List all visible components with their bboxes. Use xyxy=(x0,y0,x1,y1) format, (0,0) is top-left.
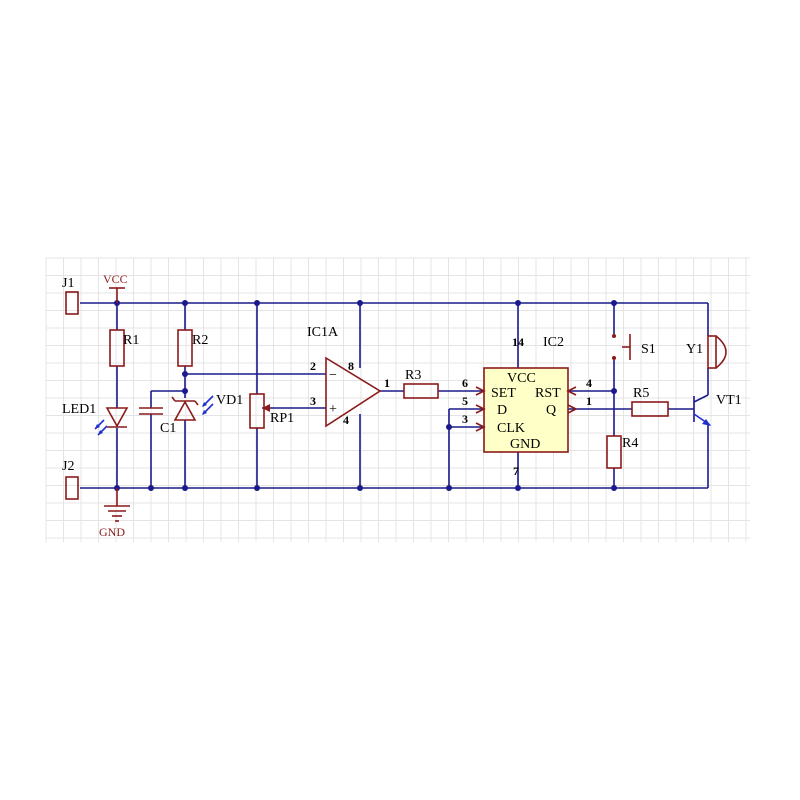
wires xyxy=(80,302,709,489)
led1-label: LED1 xyxy=(62,402,96,417)
ic2-pin-5: 5 xyxy=(462,394,468,408)
r4-label: R4 xyxy=(622,436,638,451)
r5-label: R5 xyxy=(633,386,649,401)
vcc-label: VCC xyxy=(103,272,128,286)
opamp-pin-3: 3 xyxy=(310,394,316,408)
transistor-vt1: VT1 xyxy=(693,393,742,426)
resistor-r5: R5 xyxy=(631,386,669,417)
ic2-d-label: D xyxy=(497,403,507,418)
capacitor-c1: C1 xyxy=(139,407,176,436)
ic2-pin-7: 7 xyxy=(513,464,519,478)
gnd-symbol: GND xyxy=(99,488,130,539)
resistor-r1: R1 xyxy=(109,329,139,367)
ic2-vcc-label: VCC xyxy=(507,371,536,386)
photodiode-vd1: VD1 xyxy=(171,393,243,421)
potentiometer-rp1: RP1 xyxy=(249,393,294,429)
ic2-pin-6: 6 xyxy=(462,376,468,390)
flipflop-ic2: IC2 VCC SET D CLK RST Q GND 14 6 5 3 4 1… xyxy=(462,335,592,478)
r2-label: R2 xyxy=(192,333,208,348)
vd1-label: VD1 xyxy=(216,393,243,408)
opamp-pin-8: 8 xyxy=(348,359,354,373)
ic2-rst-label: RST xyxy=(535,386,561,401)
r1-label: R1 xyxy=(123,333,139,348)
switch-s1: S1 xyxy=(612,334,656,360)
connector-j1: J1 xyxy=(62,276,79,315)
ic2-pin-1: 1 xyxy=(586,394,592,408)
y1-label: Y1 xyxy=(686,342,703,357)
opamp-plus-sign: + xyxy=(329,402,337,417)
resistor-r3: R3 xyxy=(403,368,439,399)
led-led1: LED1 xyxy=(62,402,129,436)
opamp-pin-1: 1 xyxy=(384,376,390,390)
j1-label: J1 xyxy=(62,276,74,291)
vcc-symbol: VCC xyxy=(103,272,128,303)
opamp-minus-sign: − xyxy=(329,368,337,383)
buzzer-y1: Y1 xyxy=(686,335,727,369)
opamp-pin-4: 4 xyxy=(343,413,349,427)
resistor-r4: R4 xyxy=(606,435,638,469)
rp1-label: RP1 xyxy=(270,411,294,426)
ic2-set-label: SET xyxy=(491,386,516,401)
opamp-ic1a: IC1A − + 2 3 8 4 1 xyxy=(307,325,390,428)
connector-j2: J2 xyxy=(62,459,79,500)
ic1a-label: IC1A xyxy=(307,325,339,340)
ic2-clk-label: CLK xyxy=(497,421,525,436)
ic2-pin-3: 3 xyxy=(462,412,468,426)
resistor-r2: R2 xyxy=(177,329,208,367)
ic2-gnd-label: GND xyxy=(510,437,540,452)
vt1-label: VT1 xyxy=(716,393,742,408)
c1-label: C1 xyxy=(160,421,176,436)
s1-label: S1 xyxy=(641,342,656,357)
gnd-label: GND xyxy=(99,525,125,539)
j2-label: J2 xyxy=(62,459,74,474)
ic2-q-label: Q xyxy=(546,403,556,418)
grid-background xyxy=(45,257,750,542)
r3-label: R3 xyxy=(405,368,421,383)
ic2-pin-14: 14 xyxy=(512,335,524,349)
ic2-label: IC2 xyxy=(543,335,564,350)
opamp-pin-2: 2 xyxy=(310,359,316,373)
ic2-pin-4: 4 xyxy=(586,376,592,390)
